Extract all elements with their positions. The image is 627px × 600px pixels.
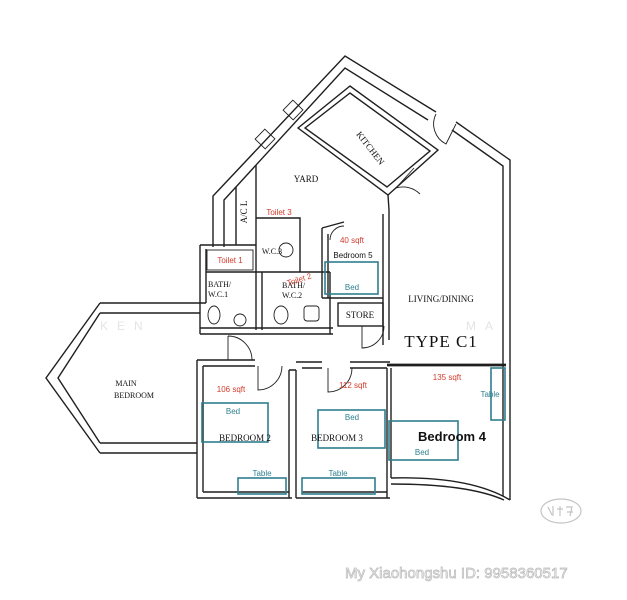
note-toilet3: Toilet 3 xyxy=(266,208,292,217)
label-living-dining: LIVING/DINING xyxy=(408,294,474,304)
label-bedroom4-bed: Bed xyxy=(415,448,429,457)
wall-partition-bedroom2-bedroom3 xyxy=(288,369,297,498)
wall-wing-outer xyxy=(212,55,437,247)
note-bedroom3-area: 112 sqft xyxy=(339,381,368,390)
label-main-bedroom-line1: MAIN xyxy=(115,379,137,388)
bath1-sink-fixture xyxy=(233,313,247,327)
bedroom4-table xyxy=(490,367,506,421)
label-bedroom2: BEDROOM 2 xyxy=(219,433,271,443)
label-yard: YARD xyxy=(294,174,319,184)
label-bedroom5-bed: Bed xyxy=(345,283,359,292)
label-bedroom3-bed: Bed xyxy=(345,413,359,422)
walls xyxy=(45,55,511,501)
label-bedroom3: BEDROOM 3 xyxy=(311,433,363,443)
note-bedroom4-label: Bedroom 4 xyxy=(418,429,487,444)
bedroom5-bed xyxy=(324,261,379,295)
label-store: STORE xyxy=(346,310,375,320)
bedroom4-bed xyxy=(388,420,459,461)
label-bedroom3-table: Table xyxy=(328,469,348,478)
window-ledge-1 xyxy=(254,128,276,150)
wall-main-bedroom-bay-inner xyxy=(57,312,101,444)
door-bedroom5 xyxy=(329,225,345,241)
watermark-id: My Xiaohongshu ID: 9958360517 xyxy=(345,565,568,582)
door-bedroom3 xyxy=(327,367,353,393)
toilet1-box xyxy=(206,249,254,271)
furniture xyxy=(201,261,506,495)
wall-yard-south xyxy=(256,217,301,272)
wc3-toilet-fixture xyxy=(278,242,294,258)
window-ledge-2 xyxy=(282,99,304,121)
wall-bedroom2-west xyxy=(196,360,204,498)
wall-bedroom3-north xyxy=(296,361,390,369)
label-kitchen: KITCHEN xyxy=(354,130,387,168)
wall-bedroom5-north xyxy=(321,221,345,229)
door-main-entrance xyxy=(433,113,457,145)
bath2-toilet-fixture xyxy=(273,305,289,325)
store-outline xyxy=(337,302,384,327)
wall-bath-south xyxy=(200,327,333,335)
bedroom3-table xyxy=(301,477,376,495)
label-bath-wc1-line2: W.C.1 xyxy=(208,290,228,299)
label-bath-wc1-line1: BATH/ xyxy=(208,280,232,289)
note-bedroom5-label: Bedroom 5 xyxy=(333,251,373,260)
bath1-toilet-fixture xyxy=(207,305,221,325)
note-bedroom4-area: 135 sqft xyxy=(433,373,462,382)
wall-bath-west xyxy=(199,245,207,334)
label-wc3: W.C.3 xyxy=(262,247,282,256)
wall-living-west xyxy=(382,194,390,345)
kitchen-outline-inner xyxy=(303,92,432,188)
door-kitchen xyxy=(395,167,421,195)
label-bedroom4-table: Table xyxy=(480,390,500,399)
wall-main-bedroom-bay-outer xyxy=(45,302,101,454)
bedroom3-bed xyxy=(317,409,386,449)
note-toilet1: Toilet 1 xyxy=(217,256,243,265)
label-bedroom2-bed: Bed xyxy=(226,407,240,416)
wall-bedroom2-south xyxy=(197,491,292,499)
bath2-sink-fixture xyxy=(303,305,320,322)
kitchen-outline xyxy=(296,85,440,196)
wall-wing-inner xyxy=(223,67,429,247)
wall-bath-divider xyxy=(255,272,263,330)
label-bedroom2-table: Table xyxy=(252,469,272,478)
label-bath-wc2-line1: BATH/ xyxy=(282,281,306,290)
label-main-bedroom-line2: BEDROOM xyxy=(114,391,154,400)
watermark-faint-right: MA xyxy=(466,319,502,333)
label-plan-type: TYPE C1 xyxy=(404,332,478,351)
wall-bedroom3-south xyxy=(296,491,390,499)
watermark-faint-left: KEN xyxy=(100,319,152,333)
xiaohongshu-logo xyxy=(540,498,582,524)
bedroom2-table xyxy=(237,477,287,495)
label-bath-wc2-line2: W.C.2 xyxy=(282,291,302,300)
wall-main-bedroom-top xyxy=(100,302,206,314)
bedroom2-bed xyxy=(201,402,269,443)
wall-main-bedroom-bottom xyxy=(100,442,197,454)
wall-bedroom5-west xyxy=(321,228,329,298)
door-bedroom2 xyxy=(257,365,283,391)
label-ac-ledge: A/C L xyxy=(239,201,249,224)
door-main-bedroom xyxy=(227,335,253,361)
wall-bedroom2-north xyxy=(197,359,255,367)
wall-living-east xyxy=(451,121,511,500)
note-bedroom2-area: 106 sqft xyxy=(217,385,246,394)
door-store xyxy=(361,325,385,349)
wall-bedroom4-curved xyxy=(390,477,511,501)
note-bedroom5-area: 40 sqft xyxy=(340,236,365,245)
